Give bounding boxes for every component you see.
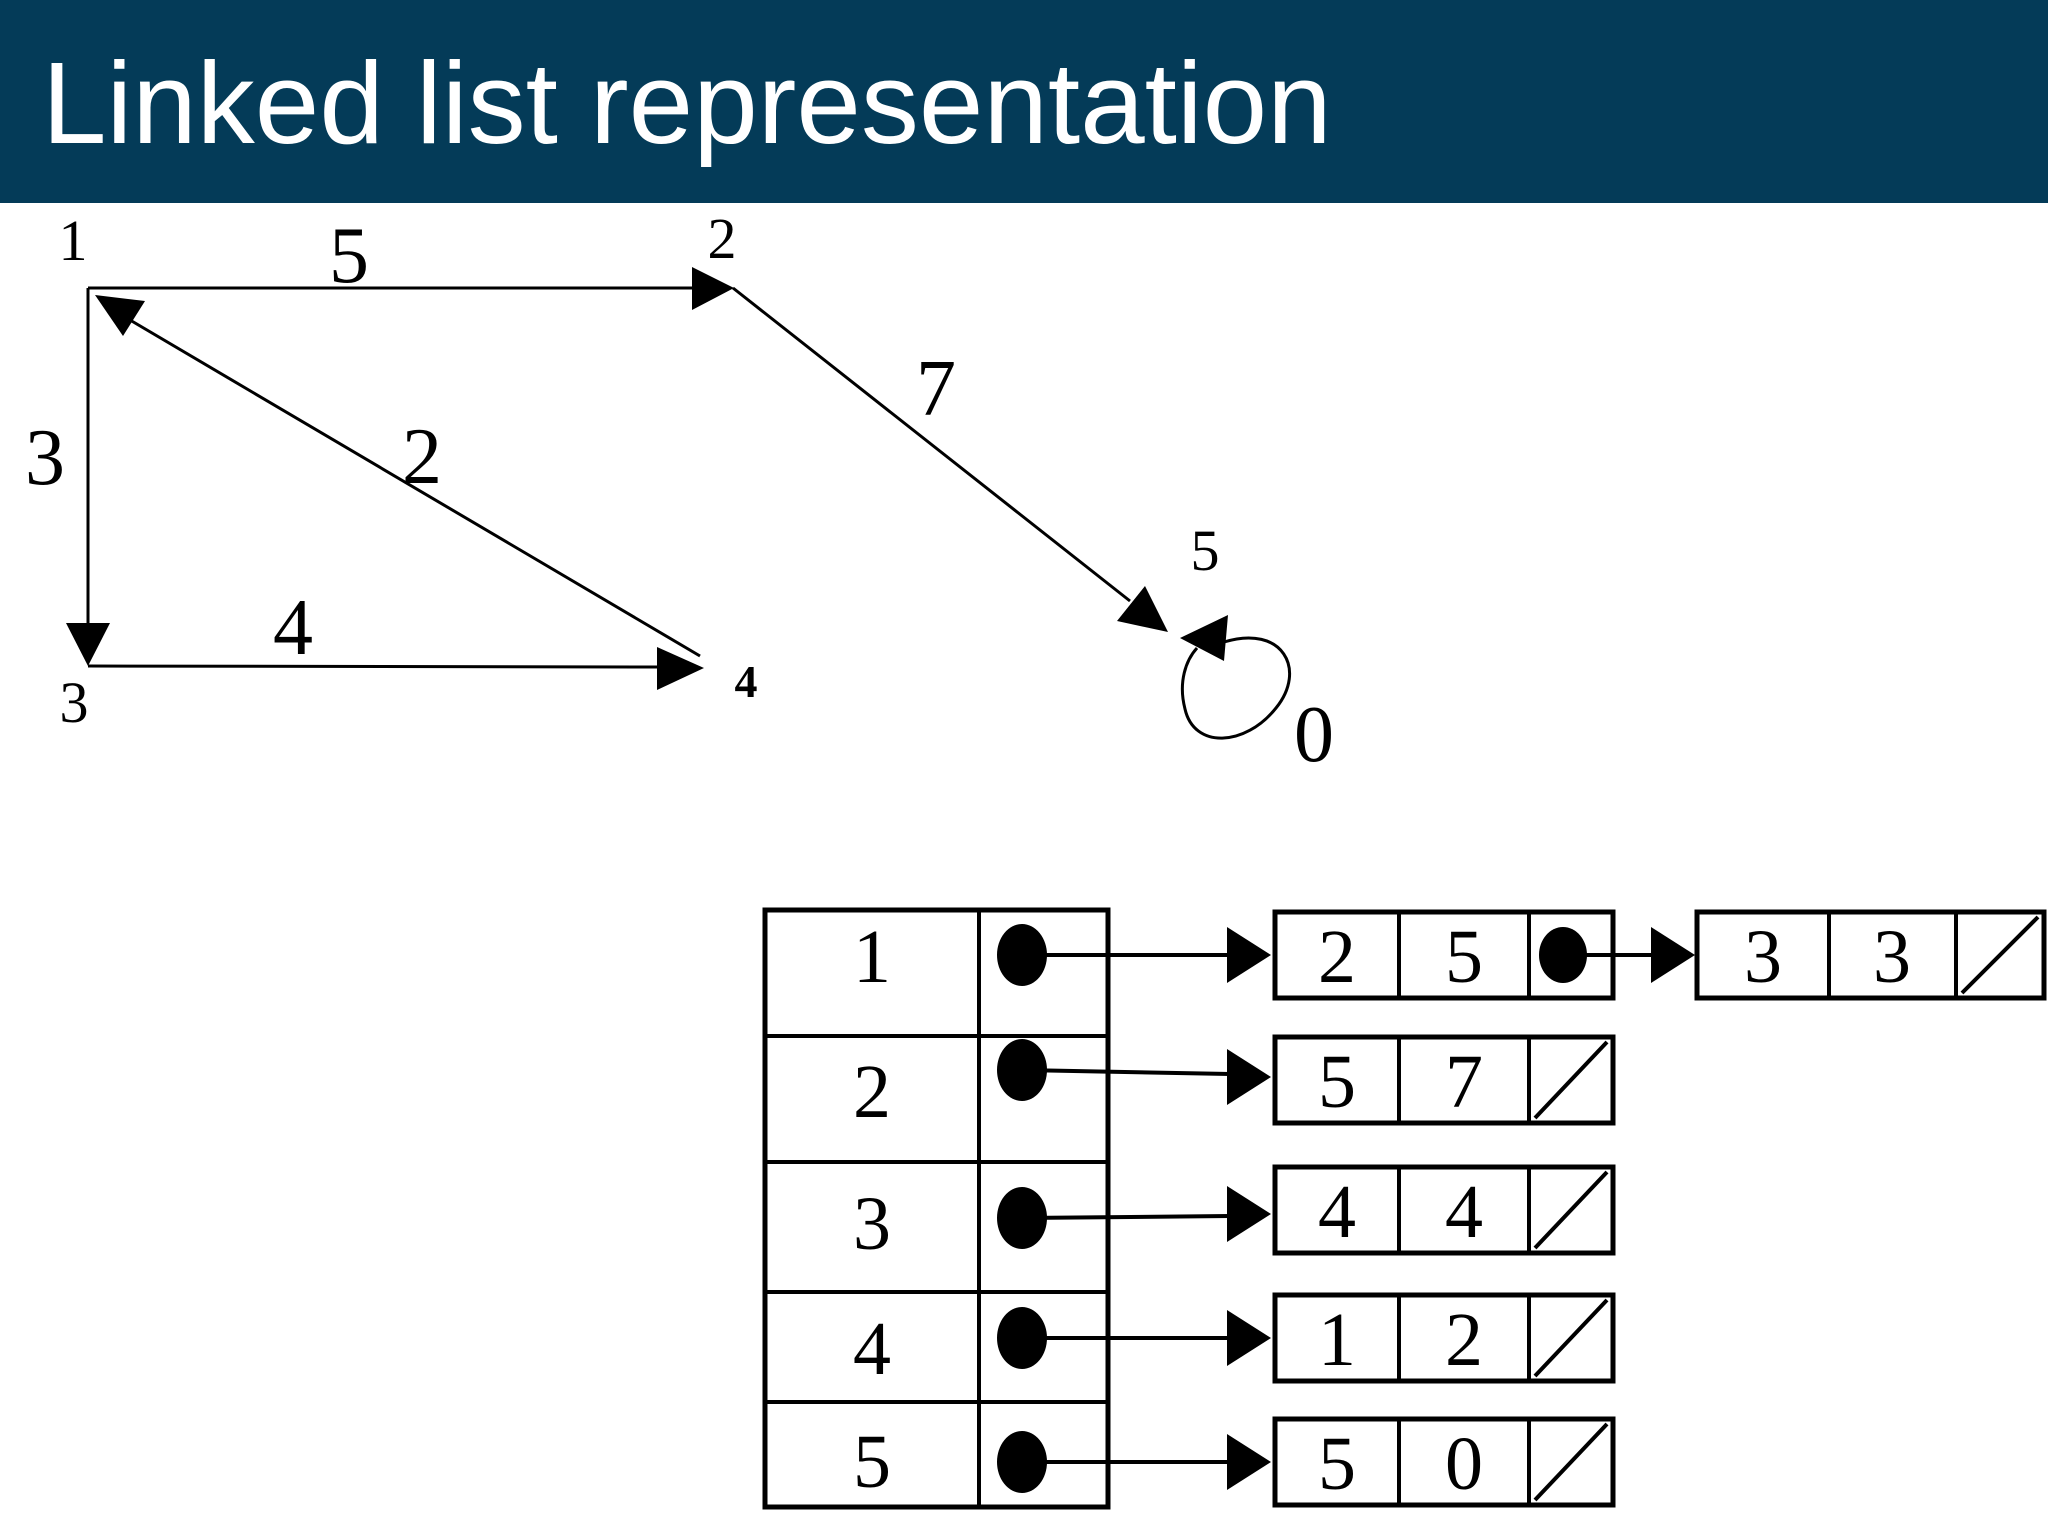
null-slash-icon [1533, 1298, 1609, 1378]
node-vertex-value: 3 [1744, 915, 1782, 999]
node-box [1694, 909, 2047, 1001]
edge-5-5-self-loop: 0 [1180, 615, 1334, 779]
arrowhead-icon [692, 267, 734, 310]
edge-3-4-line [87, 664, 661, 669]
pointer-arrow-line [1021, 1068, 1231, 1076]
list-row-3: 4 4 [997, 1164, 1616, 1256]
vertex-label-3: 3 [60, 670, 89, 735]
list-row-2: 5 7 [997, 1034, 1616, 1126]
list-row-5: 5 0 [997, 1416, 1616, 1508]
array-index-5: 5 [853, 1420, 891, 1504]
node-box [1272, 1416, 1616, 1508]
edge-2-5-weight: 7 [916, 345, 956, 433]
edge-3-4-weight: 4 [273, 584, 313, 672]
edge-1-3-weight: 3 [25, 414, 65, 502]
node-vertex-value: 5 [1318, 1422, 1356, 1506]
adjacency-list-table: 1 2 3 4 5 2 5 3 3 [762, 907, 2047, 1510]
node-vertex-value: 1 [1318, 1298, 1356, 1382]
arrowhead-icon [1227, 927, 1271, 983]
arrowhead-icon [1227, 1049, 1271, 1105]
pointer-arrow-line [1021, 1214, 1231, 1220]
edge-5-5-curve [1180, 636, 1292, 740]
array-index-3: 3 [853, 1182, 891, 1266]
edge-1-3: 3 [25, 288, 110, 666]
edge-2-5-line [732, 286, 1131, 603]
edge-3-4: 4 [87, 584, 704, 690]
node-vertex-value: 2 [1318, 915, 1356, 999]
node-weight-value: 3 [1873, 915, 1911, 999]
edge-4-1: 2 [95, 295, 701, 658]
arrowhead-icon [657, 647, 704, 690]
node-weight-value: 4 [1445, 1170, 1483, 1254]
arrowhead-icon [1117, 586, 1168, 632]
array-index-4: 4 [853, 1307, 891, 1391]
weighted-digraph: 5 3 4 2 7 0 [25, 206, 1334, 779]
vertex-array: 1 2 3 4 5 [762, 907, 1111, 1510]
node-weight-value: 0 [1445, 1422, 1483, 1506]
list-row-1: 2 5 3 3 [997, 909, 2047, 1001]
arrowhead-icon [66, 623, 110, 666]
array-index-2: 2 [853, 1050, 891, 1134]
null-slash-icon [1533, 1040, 1609, 1120]
arrowhead-icon [1227, 1186, 1271, 1242]
edge-4-1-line [129, 318, 701, 658]
node-weight-value: 7 [1445, 1040, 1483, 1124]
node-box [1272, 1034, 1616, 1126]
arrowhead-icon [1180, 615, 1228, 661]
edge-1-2-weight: 5 [329, 212, 369, 300]
arrowhead-icon [95, 295, 145, 336]
vertex-label-4: 4 [735, 656, 758, 707]
arrowhead-icon [1651, 927, 1695, 983]
null-slash-icon [1533, 1422, 1609, 1502]
arrowhead-icon [1227, 1434, 1271, 1490]
node-vertex-value: 5 [1318, 1040, 1356, 1124]
list-row-4: 1 2 [997, 1292, 1616, 1384]
null-slash-icon [1960, 915, 2040, 995]
node-box [1272, 1292, 1616, 1384]
edge-1-2: 5 [88, 212, 734, 310]
vertex-label-1: 1 [59, 208, 88, 273]
node-weight-value: 5 [1445, 915, 1483, 999]
vertex-label-2: 2 [708, 206, 737, 271]
arrowhead-icon [1227, 1310, 1271, 1366]
edge-4-1-weight: 2 [402, 413, 442, 501]
vertex-array-border [762, 907, 1111, 1510]
edge-2-5: 7 [732, 286, 1168, 632]
vertex-label-5: 5 [1191, 518, 1220, 583]
slide-title: Linked list representation [42, 38, 1332, 168]
array-index-1: 1 [853, 915, 891, 999]
node-weight-value: 2 [1445, 1298, 1483, 1382]
null-slash-icon [1533, 1170, 1609, 1250]
node-vertex-value: 4 [1318, 1170, 1356, 1254]
node-box [1272, 1164, 1616, 1256]
slide-header: Linked list representation [0, 0, 2048, 203]
edge-5-5-weight: 0 [1294, 691, 1334, 779]
